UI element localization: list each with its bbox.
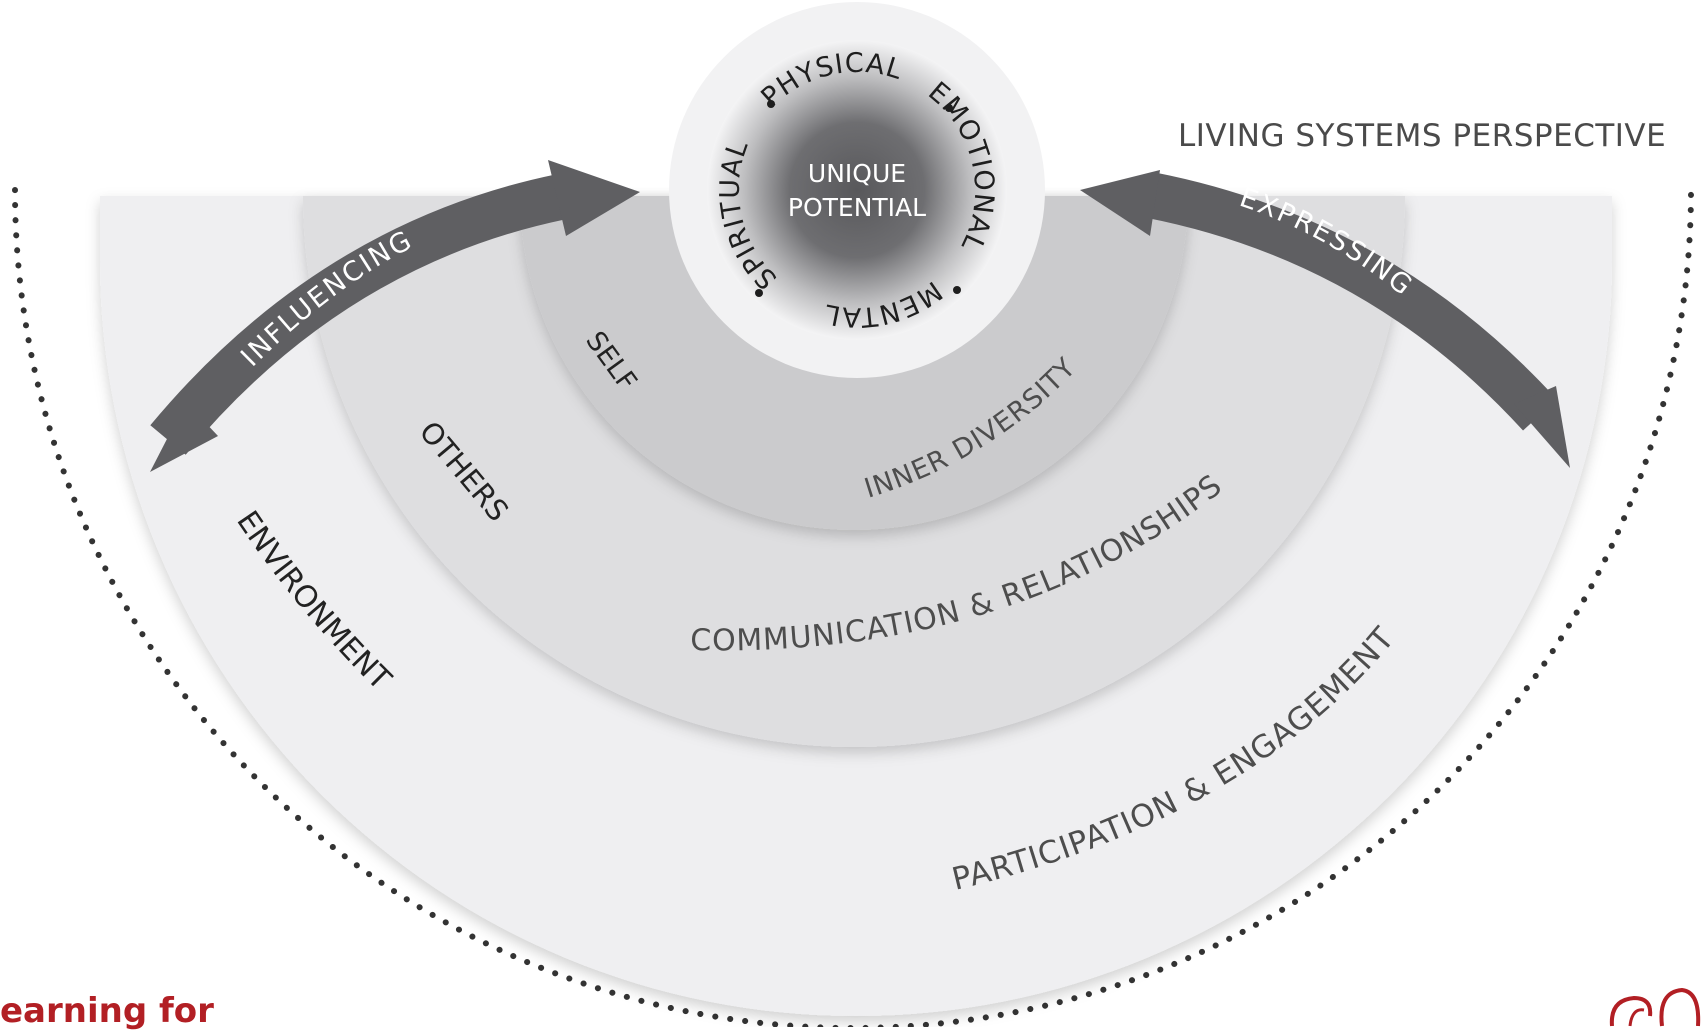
svg-text:INFLUENCING: INFLUENCING — [235, 224, 418, 372]
svg-text:INNER DIVERSITY: INNER DIVERSITY — [861, 352, 1083, 505]
label-expressing: EXPRESSING — [1236, 182, 1417, 302]
label-participation-engagement: PARTICIPATION & ENGAGEMENT — [949, 620, 1401, 898]
svg-text:EXPRESSING: EXPRESSING — [1236, 182, 1419, 302]
label-potential: POTENTIAL — [788, 193, 926, 222]
logo-right-icon — [1609, 987, 1701, 1027]
label-influencing: INFLUENCING — [235, 224, 416, 372]
label-spiritual: SPIRITUAL — [715, 136, 783, 295]
core-glow — [707, 40, 1007, 340]
label-others: OTHERS — [413, 415, 516, 528]
label-communication-relationships: COMMUNICATION & RELATIONSHIPS — [690, 468, 1228, 659]
svg-text:PARTICIPATION & ENGAGEMENT: PARTICIPATION & ENGAGEMENT — [949, 620, 1402, 898]
svg-text:PHYSICAL: PHYSICAL — [755, 48, 906, 114]
svg-text:MENTAL: MENTAL — [821, 275, 947, 333]
label-emotional: EMOTIONAL — [922, 76, 999, 257]
label-inner-diversity: INNER DIVERSITY — [861, 352, 1082, 505]
svg-text:ENVIRONMENT: ENVIRONMENT — [229, 505, 398, 698]
svg-text:EMOTIONAL: EMOTIONAL — [922, 76, 999, 257]
separator-dots — [755, 100, 961, 297]
label-physical: PHYSICAL — [755, 48, 906, 114]
logo-left: earning for — [0, 991, 214, 1031]
label-environment: ENVIRONMENT — [229, 505, 398, 698]
diagram-title: LIVING SYSTEMS PERSPECTIVE — [1178, 118, 1667, 154]
dotted-boundary — [12, 187, 1694, 1027]
label-mental: MENTAL — [821, 275, 946, 333]
arrow-expressing — [1080, 170, 1570, 468]
svg-text:COMMUNICATION & RELATIONSHIPS: COMMUNICATION & RELATIONSHIPS — [690, 468, 1229, 659]
label-unique: UNIQUE — [808, 159, 906, 188]
svg-text:SPIRITUAL: SPIRITUAL — [715, 136, 783, 295]
label-self: SELF — [579, 326, 642, 397]
arrow-influencing — [150, 160, 640, 472]
